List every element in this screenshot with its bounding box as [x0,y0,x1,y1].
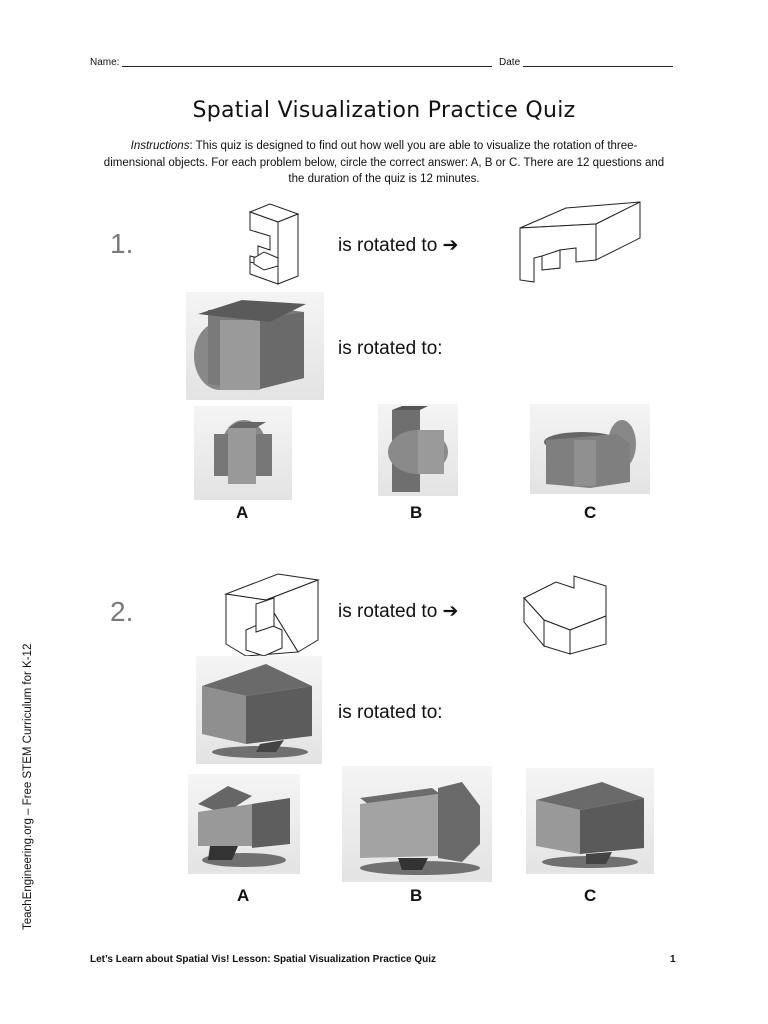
sidebar-credit: TeachEngineering.org – Free STEM Curricu… [22,643,34,930]
q1-rotated-example-object [519,201,641,283]
instructions: Instructions: This quiz is designed to f… [100,138,668,188]
q1-choice-b-label[interactable]: B [410,503,423,522]
q2-example-text: is rotated to ➔ [338,601,459,622]
q2-example-object [224,573,320,657]
footer-lesson: Let’s Learn about Spatial Vis! Lesson: S… [90,954,437,965]
name-field[interactable] [122,56,493,67]
q1-example-object [248,203,300,285]
q2-given-object [196,656,322,764]
q1-example-text: is rotated to ➔ [338,235,459,256]
q2-choice-b-label[interactable]: B [410,886,423,905]
q1-choice-a-image[interactable] [194,406,292,500]
q1-given-object [186,292,324,400]
q1-choice-b-image[interactable] [378,404,458,496]
date-label: Date [499,57,521,68]
q2-choice-a-image[interactable] [188,774,300,874]
instructions-lead: Instructions [130,140,190,152]
date-field[interactable] [522,56,673,67]
q1-choice-a-label[interactable]: A [236,503,249,522]
q2-choice-b-image[interactable] [342,766,492,882]
q2-rotated-example-object [523,575,607,655]
q1-choice-c-label[interactable]: C [584,503,597,522]
page-title: Spatial Visualization Practice Quiz [192,98,576,123]
q1-task-text: is rotated to: [338,338,443,359]
page-number: 1 [670,954,676,965]
question-number: 1. [110,228,134,259]
name-date-line: Name: Date [90,56,673,68]
q2-choice-c-label[interactable]: C [584,886,597,905]
question-number: 2. [110,596,134,627]
instructions-text: : This quiz is designed to find out how … [103,140,665,185]
q2-choice-a-label[interactable]: A [237,886,250,905]
q1-choice-c-image[interactable] [530,404,650,494]
q2-choice-c-image[interactable] [526,768,654,874]
q2-task-text: is rotated to: [338,702,443,723]
name-label: Name: [90,57,120,68]
